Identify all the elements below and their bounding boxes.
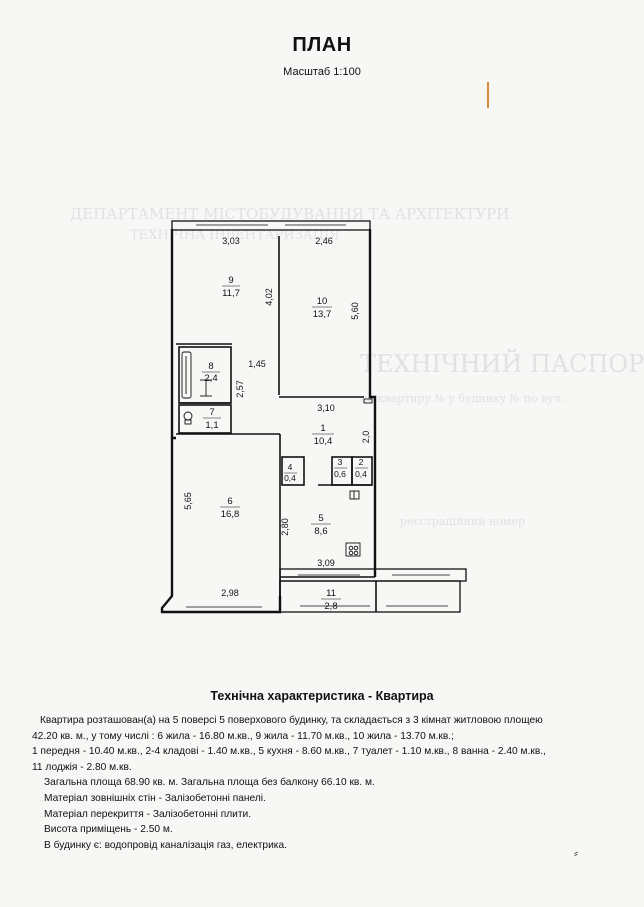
room-area: 0,6	[334, 469, 346, 479]
room-number: 3	[338, 457, 343, 467]
staple-mark	[487, 82, 489, 108]
room-number: 1	[320, 423, 325, 434]
room-area: 0,4	[284, 473, 296, 483]
room-area: 2,8	[324, 601, 337, 612]
description-line: 1 передня - 10.40 м.кв., 2-4 кладові - 1…	[32, 746, 546, 758]
outer-walls	[160, 229, 377, 614]
dimension-label: 2,0	[361, 431, 371, 444]
dimension-label: 2,98	[221, 588, 239, 598]
room-area: 13,7	[313, 309, 332, 320]
room-area: 16,8	[221, 509, 240, 520]
dimension-label: 2,57	[235, 380, 245, 398]
characteristics-heading: Технічна характеристика - Квартира	[210, 689, 434, 703]
room-number: 2	[359, 457, 364, 467]
dimension-labels: 3,03 2,46 4,02 5,60 1,45 2,57 3,10 2,0 5…	[183, 236, 371, 598]
loggia	[186, 568, 467, 613]
room-area: 10,4	[314, 436, 333, 447]
scale-label: Масштаб 1:100	[283, 66, 361, 78]
top-wall	[171, 220, 371, 231]
dimension-label: 3,03	[222, 236, 240, 246]
room-number: 8	[208, 361, 213, 372]
room-number: 7	[209, 407, 214, 418]
room-number: 11	[326, 588, 336, 599]
interior-walls	[176, 236, 375, 596]
dimension-label: 3,09	[317, 558, 335, 568]
dimension-label: 1,45	[248, 359, 266, 369]
room-number: 6	[227, 496, 232, 507]
description-line: Квартира розташован(а) на 5 поверсі 5 по…	[40, 715, 543, 726]
room-area: 8,6	[314, 526, 327, 537]
description-line: Матеріал зовнішніх стін - Залізобетонні …	[44, 792, 266, 804]
characteristics-text: Квартира розташован(а) на 5 поверсі 5 по…	[32, 713, 596, 853]
floor-plan: 9 11,7 10 13,7 8 2,4 7 1,1 1 10,4 4 0,4 …	[160, 220, 467, 614]
dimension-label: 5,65	[183, 492, 193, 510]
description-line: Загальна площа 68.90 кв. м. Загальна пло…	[44, 777, 375, 789]
fixtures	[181, 351, 373, 557]
description-line: 11 лоджія - 2.80 м.кв.	[32, 761, 132, 773]
room-number: 9	[228, 275, 233, 286]
room-number: 5	[318, 513, 323, 524]
description-line: Висота приміщень - 2.50 м.	[44, 824, 173, 836]
room-labels: 9 11,7 10 13,7 8 2,4 7 1,1 1 10,4 4 0,4 …	[202, 275, 368, 612]
dimension-label: 5,60	[350, 302, 360, 320]
description-line: Матеріал перекриття - Залізобетонні плит…	[44, 808, 252, 820]
room-number: 4	[288, 462, 293, 472]
dimension-label: 3,10	[317, 403, 335, 413]
description-line: 42.20 кв. м., у тому числі : 6 жила - 16…	[32, 730, 454, 742]
dimension-label: 4,02	[264, 288, 274, 306]
page-title: ПЛАН	[292, 34, 352, 56]
room-area: 1,1	[205, 420, 218, 431]
room-area: 2,4	[204, 373, 217, 384]
dimension-label: 2,80	[280, 518, 290, 536]
room-area: 11,7	[222, 288, 240, 299]
description-line: В будинку є: водопровід каналізація газ,…	[44, 839, 287, 851]
dimension-label: 2,46	[315, 236, 333, 246]
room-area: 0,4	[355, 469, 367, 479]
room-number: 10	[317, 296, 328, 307]
pen-mark: ⸗	[574, 846, 578, 860]
